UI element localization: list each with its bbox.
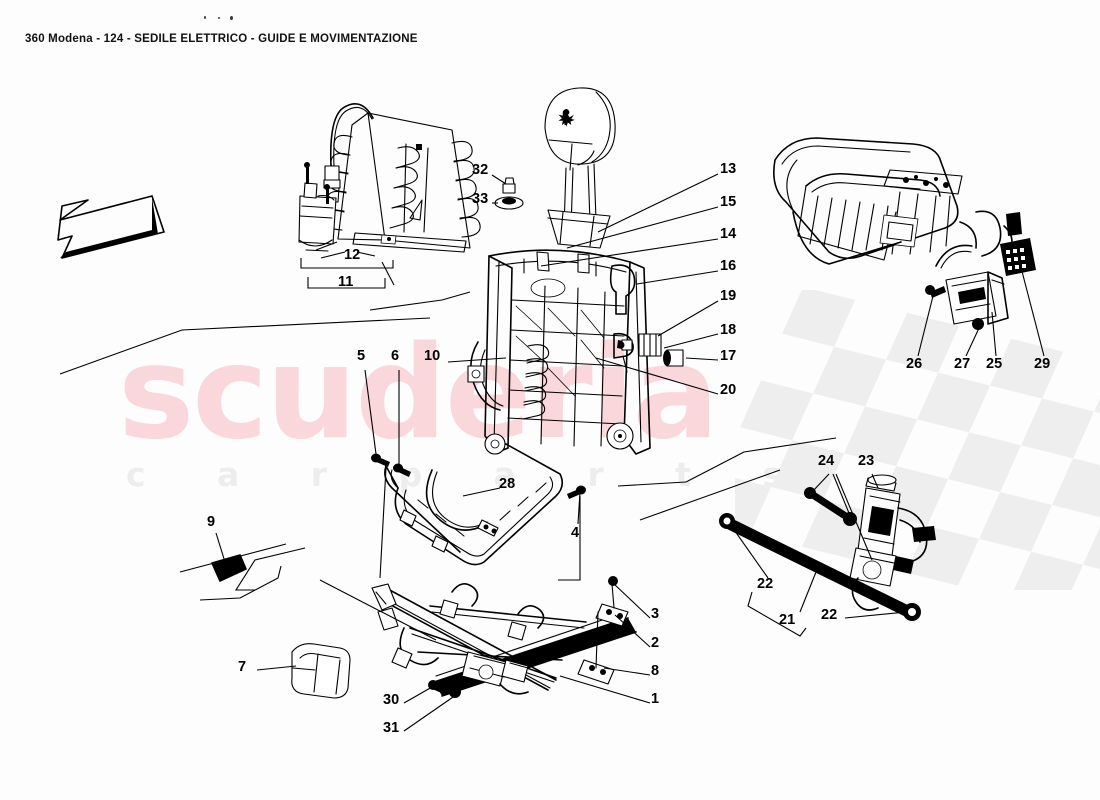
- scan-artifact: [204, 16, 206, 19]
- seat-back-frame: [467, 249, 651, 455]
- page-title: 360 Modena - 124 - SEDILE ELETTRICO - GU…: [25, 33, 418, 45]
- callout-21: 21: [779, 612, 796, 628]
- bracket-leader-11-12: [300, 241, 395, 289]
- callout-24: 24: [818, 453, 835, 469]
- callout-8: 8: [651, 663, 660, 679]
- direction-arrow-icon: [57, 195, 165, 259]
- callout-17: 17: [720, 348, 737, 364]
- callout-1: 1: [651, 691, 660, 707]
- wiring-harness-connector-block: [925, 210, 1036, 330]
- callout-19: 19: [720, 288, 737, 304]
- seat-cushion-pan: [371, 443, 586, 566]
- seat-cushion-assembly: [773, 137, 963, 265]
- callout-15: 15: [720, 194, 737, 210]
- callout-10: 10: [424, 348, 441, 364]
- rail-stop-parts: [617, 333, 684, 367]
- scan-artifact: [218, 17, 220, 19]
- callout-2: 2: [651, 635, 660, 651]
- seat-heating-element: [324, 112, 481, 253]
- callout-14: 14: [720, 226, 737, 242]
- callout-23: 23: [858, 453, 875, 469]
- lumbar-pump-assembly: [298, 102, 374, 252]
- callout-33: 33: [472, 191, 489, 207]
- callout-13: 13: [720, 161, 737, 177]
- scan-artifact: [230, 16, 233, 20]
- recliner-spring-coil: [522, 344, 550, 420]
- callout-29: 29: [1034, 356, 1051, 372]
- callout-18: 18: [720, 322, 737, 338]
- callout-9: 9: [207, 514, 216, 530]
- callout-30: 30: [383, 692, 400, 708]
- callout-26: 26: [906, 356, 923, 372]
- callout-16: 16: [720, 258, 737, 274]
- callout-6: 6: [391, 348, 400, 364]
- callout-25: 25: [986, 356, 1003, 372]
- trim-cap-32-33: [494, 177, 524, 210]
- callout-7: 7: [238, 659, 247, 675]
- callout-12: 12: [344, 247, 361, 263]
- seat-slide-rail-assembly: [371, 576, 637, 698]
- callout-11: 11: [338, 274, 354, 290]
- callout-27: 27: [954, 356, 971, 372]
- callout-22: 22: [757, 576, 774, 592]
- callout-20: 20: [720, 382, 737, 398]
- callout-31: 31: [383, 720, 400, 736]
- callout-22-second: 22: [821, 607, 838, 623]
- leader-lines: [59, 173, 1045, 732]
- callout-5: 5: [357, 348, 366, 364]
- callout-3: 3: [651, 606, 660, 622]
- callout-32: 32: [472, 162, 489, 178]
- seat-rail-cover-7: [291, 643, 351, 699]
- callout-28: 28: [499, 476, 516, 492]
- callout-4: 4: [571, 525, 580, 541]
- headrest-with-prancing-horse: [544, 87, 616, 249]
